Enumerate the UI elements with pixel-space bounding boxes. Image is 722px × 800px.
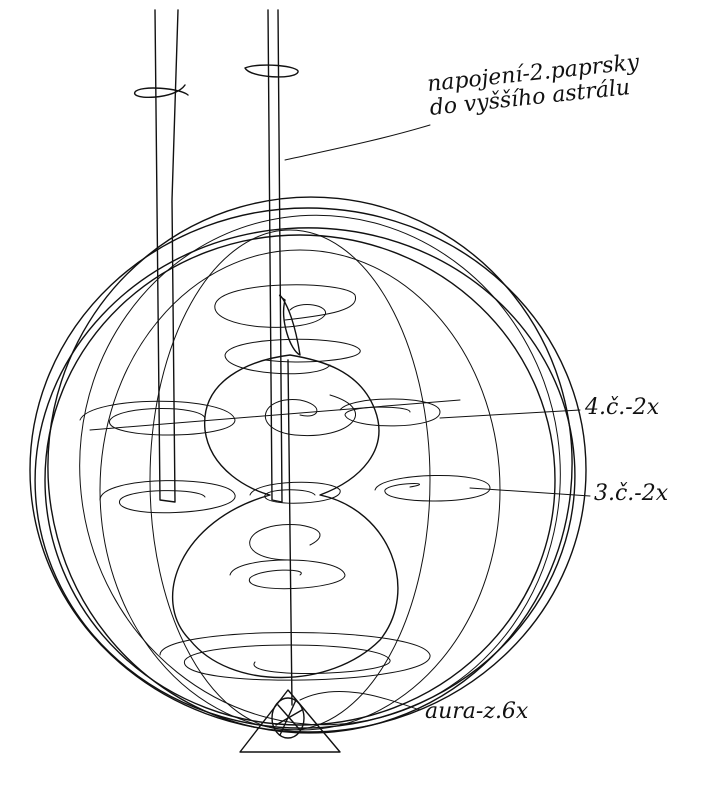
aura-layers <box>29 196 587 734</box>
aura-label: aura-z.6x <box>425 699 529 724</box>
spirals <box>79 284 491 681</box>
base-figure <box>239 689 341 753</box>
rays <box>134 9 431 503</box>
chakra3-label: 3.č.-2x <box>594 481 669 506</box>
chakra4-label: 4.č.-2x <box>585 395 660 420</box>
leader-lines <box>299 409 591 711</box>
body-outline <box>172 354 399 706</box>
